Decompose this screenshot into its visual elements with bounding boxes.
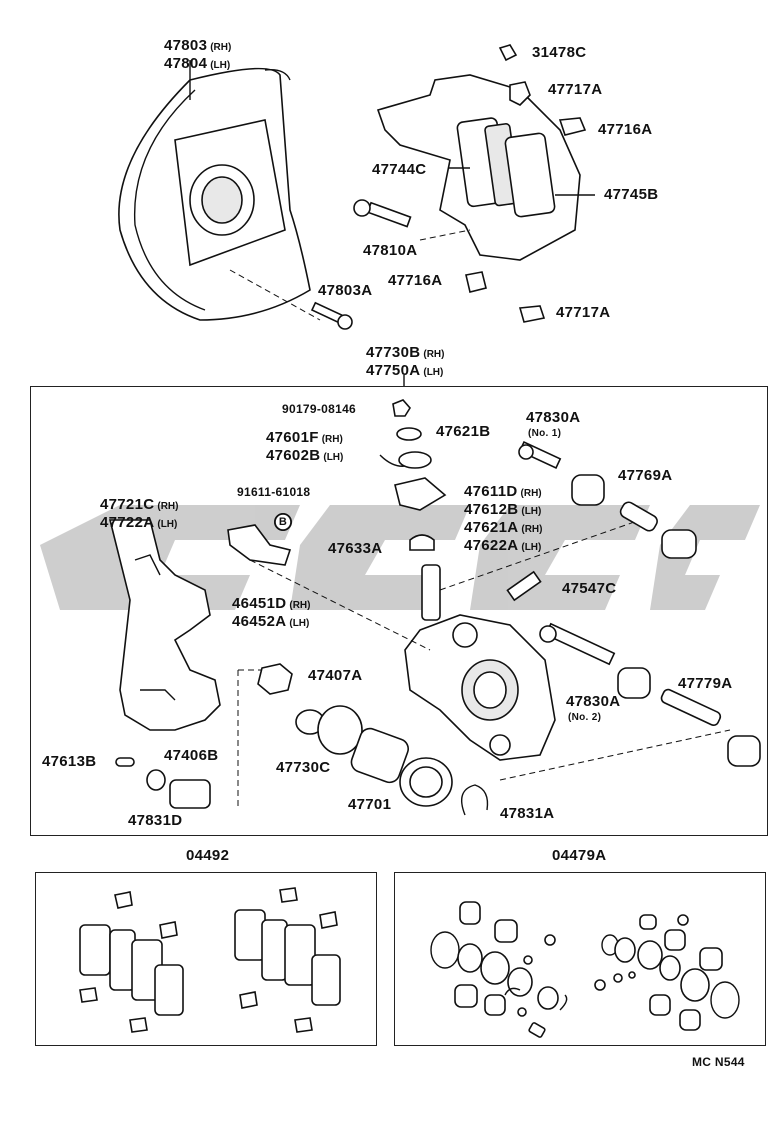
label-pin-bolt2: 47830A (No. 2) — [566, 693, 621, 724]
label-plate: 47611D(RH) 47612B(LH) — [464, 483, 542, 518]
label-bracket: 46451D(RH) 46452A(LH) — [232, 595, 311, 630]
label-cap: 47633A — [328, 540, 383, 557]
label-adjuster: 47407A — [308, 667, 363, 684]
label-shaft: 47406B — [164, 747, 219, 764]
label-shield-bolt: 47803A — [318, 282, 373, 299]
caliper-assembly — [108, 519, 731, 810]
label-pad-left: 47744C — [372, 161, 427, 178]
label-pad-right: 47745B — [604, 186, 659, 203]
pad-kit-box — [35, 872, 377, 1046]
label-clip-top: 31478C — [532, 44, 587, 61]
dust-shield — [118, 60, 321, 321]
label-pin-small: 47613B — [42, 753, 97, 770]
seal-kit-box — [394, 872, 766, 1046]
label-washer: 47831D — [128, 812, 183, 829]
label-kit-seals: 04479A — [552, 847, 607, 864]
label-pin-bolt1: 47830A (No. 1) — [526, 409, 581, 440]
label-piston: 47701 — [348, 796, 392, 813]
label-spring: 47601F(RH) 47602B(LH) — [266, 429, 344, 464]
label-bolt-b: 91611-61018 — [237, 485, 311, 499]
label-slide-pin: 47779A — [678, 675, 733, 692]
label-bleeder: 47547C — [562, 580, 617, 597]
label-spring-d: 47717A — [556, 304, 611, 321]
shield-bolt — [310, 301, 353, 330]
label-ring: 47730C — [276, 759, 331, 776]
circled-letter-b: B — [274, 513, 292, 531]
label-spring-c: 47716A — [388, 272, 443, 289]
label-kit-pads: 04492 — [186, 847, 230, 864]
label-mount: 47721C(RH) 47722A(LH) — [100, 496, 179, 531]
label-boot-a: 47769A — [618, 467, 673, 484]
diagram-code: MC N544 — [692, 1055, 745, 1069]
pad-kit-drawing — [79, 887, 341, 1033]
label-bolt-mount: 47810A — [363, 242, 418, 259]
mount-bolt — [353, 199, 412, 228]
label-shield: 47803(RH) 47804(LH) — [164, 37, 232, 72]
label-bushing-top: 47621B — [436, 423, 491, 440]
clip-parts — [465, 44, 587, 323]
caliper-assembly-box — [30, 386, 768, 836]
pad-support-bracket — [376, 74, 595, 261]
label-caliper: 47730B(RH) 47750A(LH) — [366, 344, 445, 379]
label-spring-b: 47716A — [598, 121, 653, 138]
seal-kit-drawing — [430, 901, 740, 1038]
label-spring-a: 47717A — [548, 81, 603, 98]
label-bushing-b: 47621A(RH) 47622A(LH) — [464, 519, 543, 554]
label-nut: 90179-08146 — [282, 402, 357, 416]
label-set-ring: 47831A — [500, 805, 555, 822]
